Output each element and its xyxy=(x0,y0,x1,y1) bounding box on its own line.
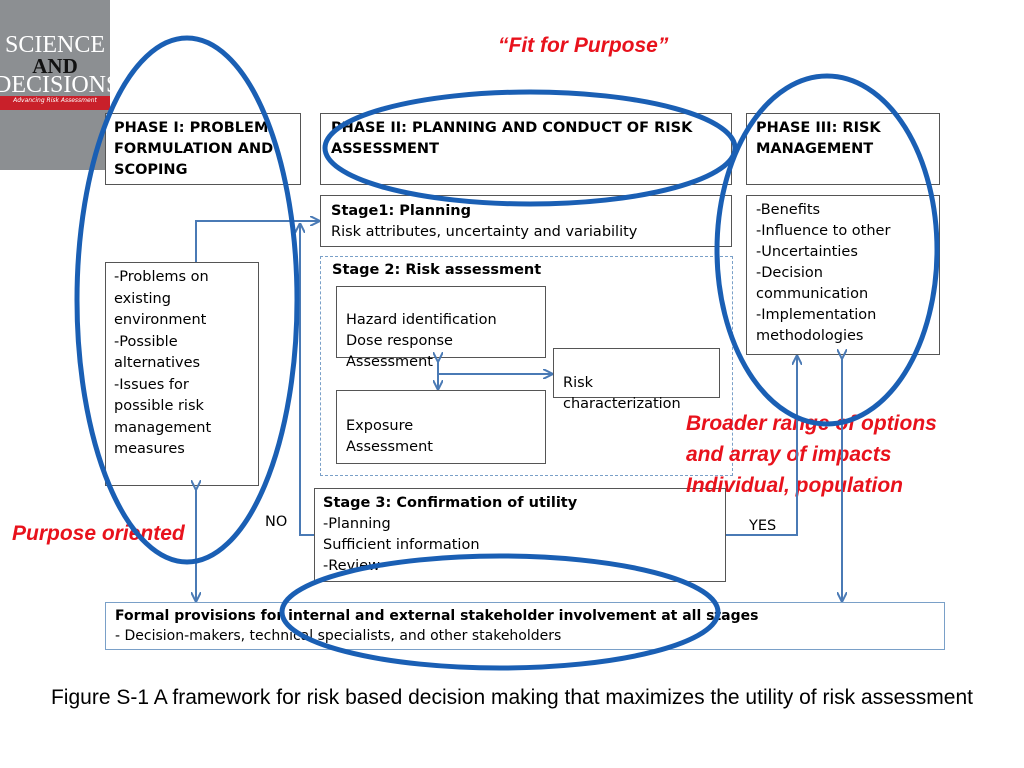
phase2-header: PHASE II: PLANNING AND CONDUCT OF RISK A… xyxy=(320,113,732,185)
phase3-item: -Benefits xyxy=(756,202,821,218)
stage1-text: Risk attributes, uncertainty and variabi… xyxy=(331,224,638,240)
figure-caption: Figure S-1 A framework for risk based de… xyxy=(50,686,973,709)
phase1-item: -Issues for possible risk management mea… xyxy=(114,376,212,458)
stage3-item: -Planning xyxy=(323,516,391,532)
phase1-item: -Possible alternatives xyxy=(114,333,201,372)
phase3-item: -Implementation methodologies xyxy=(756,307,877,344)
stage2-title: Stage 2: Risk assessment xyxy=(332,262,542,278)
book-cover: SCIENCE AND DECISIONS Advancing Risk Ass… xyxy=(0,0,110,170)
stakeholder-box: Formal provisions for internal and exter… xyxy=(105,602,945,650)
yes-connector xyxy=(726,357,797,536)
cover-line-2: AND xyxy=(32,54,78,78)
phase3-ellipse xyxy=(714,73,940,427)
cover-line-3: DECISIONS xyxy=(0,72,110,98)
stage2-container xyxy=(320,256,733,476)
no-loop-connector xyxy=(300,225,314,536)
phase1-title: PHASE I: PROBLEM FORMULATION AND SCOPING xyxy=(114,120,274,178)
cover-band xyxy=(0,96,110,110)
exposure-assessment-box: Exposure Assessment xyxy=(336,390,546,464)
cover-line-1: SCIENCE xyxy=(4,32,105,58)
risk-characterization-box: Risk characterization xyxy=(553,348,720,412)
phase3-item: -Uncertainties xyxy=(756,244,858,260)
hazard-text: Hazard identification Dose response Asse… xyxy=(346,312,497,370)
stakeholder-text: - Decision-makers, technical specialists… xyxy=(115,628,562,644)
phase2-title: PHASE II: PLANNING AND CONDUCT OF RISK A… xyxy=(331,120,693,157)
stage3-item: Sufficient information xyxy=(323,537,480,553)
phase1-ellipse xyxy=(74,35,300,565)
phase1-to-stage1-connector xyxy=(195,221,318,262)
fit-for-purpose-label: “Fit for Purpose” xyxy=(498,34,669,57)
phase3-item: -Influence to other xyxy=(756,223,891,239)
phase3-items-box: -Benefits -Influence to other -Uncertain… xyxy=(746,195,940,355)
phase3-title: PHASE III: RISK MANAGEMENT xyxy=(756,120,881,157)
hazard-identification-box: Hazard identification Dose response Asse… xyxy=(336,286,546,370)
stakeholder-ellipse xyxy=(279,553,721,671)
exposure-text: Exposure Assessment xyxy=(346,418,433,455)
stage3-title: Stage 3: Confirmation of utility xyxy=(323,495,578,511)
phase1-item: -Problems on existing environment xyxy=(114,269,209,328)
cover-subtitle: Advancing Risk Assessment xyxy=(13,97,97,104)
yes-label: YES xyxy=(749,518,777,534)
phase3-item: -Decision communication xyxy=(756,265,869,302)
no-label: NO xyxy=(265,514,288,530)
stage1-title: Stage1: Planning xyxy=(331,203,472,219)
stakeholder-title: Formal provisions for internal and exter… xyxy=(115,608,759,624)
phase1-items-box: -Problems on existing environment -Possi… xyxy=(105,262,259,486)
phase3-header: PHASE III: RISK MANAGEMENT xyxy=(746,113,940,185)
risk-characterization-text: Risk characterization xyxy=(563,375,681,412)
phase2-ellipse xyxy=(322,89,738,207)
